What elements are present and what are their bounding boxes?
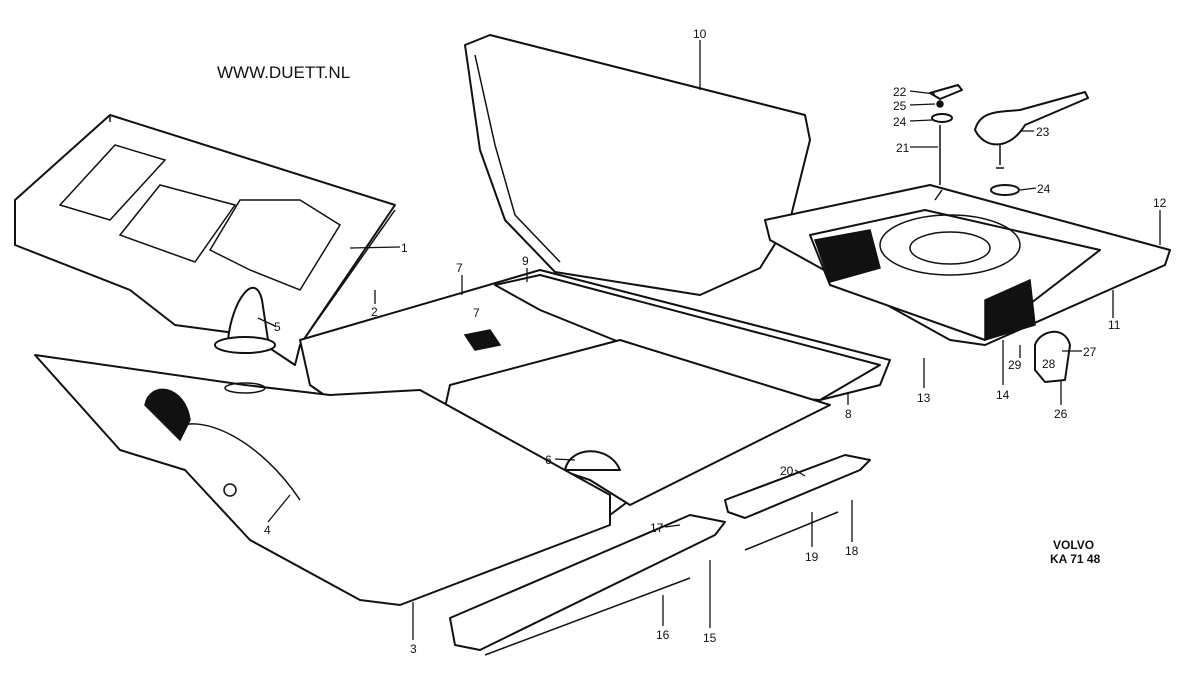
part-label-4: 4 bbox=[264, 523, 271, 537]
part-label-20: 20 bbox=[780, 464, 794, 478]
part-label-11: 11 bbox=[1108, 318, 1121, 332]
part-label-27: 27 bbox=[1083, 345, 1097, 359]
part-label-8: 8 bbox=[845, 407, 852, 421]
sill-plate-right bbox=[724, 454, 871, 551]
gear-boot bbox=[214, 286, 276, 394]
part-label-5: 5 bbox=[274, 320, 281, 334]
watermark-url: WWW.DUETT.NL bbox=[217, 63, 350, 82]
part-label-29: 29 bbox=[1008, 358, 1022, 372]
part-label-7b: 7 bbox=[473, 306, 480, 320]
part-label-3: 3 bbox=[410, 642, 417, 656]
part-label-28: 28 bbox=[1042, 357, 1056, 371]
luggage-floor bbox=[764, 184, 1171, 346]
part-label-16: 16 bbox=[656, 628, 670, 642]
part-label-17: 17 bbox=[650, 521, 664, 535]
part-label-26: 26 bbox=[1054, 407, 1068, 421]
part-label-14: 14 bbox=[996, 388, 1010, 402]
part-label-23: 23 bbox=[1036, 125, 1050, 139]
part-label-24: 24 bbox=[893, 115, 907, 129]
part-label-1: 1 bbox=[401, 241, 408, 255]
tunnel-cover bbox=[34, 354, 611, 606]
part-label-13: 13 bbox=[917, 391, 931, 405]
stamp-brand: VOLVO bbox=[1053, 538, 1094, 552]
part-label-18: 18 bbox=[845, 544, 859, 558]
part-label-6: 6 bbox=[545, 453, 552, 467]
part-label-21: 21 bbox=[896, 141, 910, 155]
spare-wheel-clamp bbox=[929, 84, 1089, 201]
lamp-bracket bbox=[1034, 330, 1071, 383]
part-label-19: 19 bbox=[805, 550, 819, 564]
part-label-25: 25 bbox=[893, 99, 907, 113]
part-label-9: 9 bbox=[522, 254, 529, 268]
sill-plate-left bbox=[449, 514, 726, 656]
leader-lines bbox=[257, 40, 1161, 640]
part-label-10: 10 bbox=[693, 27, 707, 41]
seat-back bbox=[464, 34, 811, 296]
part-label-22: 22 bbox=[893, 85, 907, 99]
dashboard-panel bbox=[14, 114, 396, 366]
part-label-12: 12 bbox=[1153, 196, 1167, 210]
part-label-24b: 24 bbox=[1037, 182, 1051, 196]
part-label-7: 7 bbox=[456, 261, 463, 275]
part-labels: 1 2 3 4 5 6 7 7 8 9 10 11 12 13 14 15 16… bbox=[264, 27, 1167, 656]
part-label-15: 15 bbox=[703, 631, 717, 645]
part-label-2: 2 bbox=[371, 305, 378, 319]
stamp-code: KA 71 48 bbox=[1050, 552, 1101, 566]
